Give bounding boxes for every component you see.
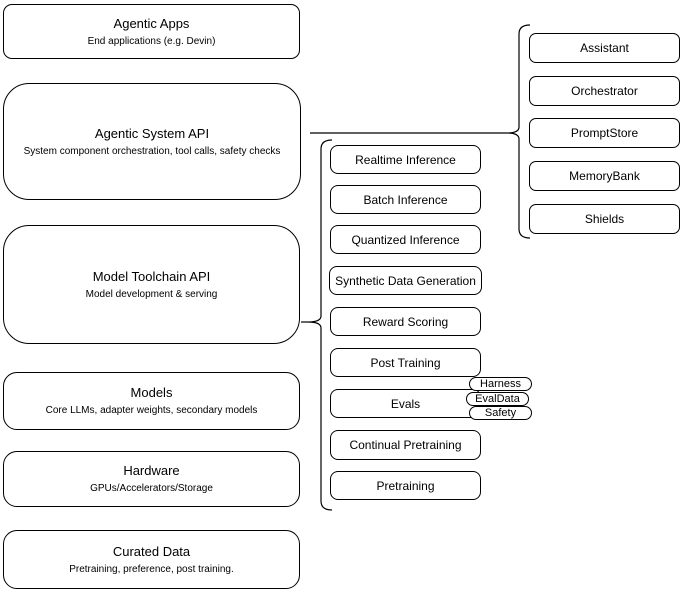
- toolchain-item-label: Reward Scoring: [362, 314, 449, 329]
- models-box: Models Core LLMs, adapter weights, secon…: [3, 372, 300, 430]
- hardware-title: Hardware: [123, 463, 180, 478]
- curated-data-subtitle: Pretraining, preference, post training.: [69, 563, 234, 575]
- eval-tag-label: Safety: [484, 407, 517, 419]
- toolchain-item-reward-scoring: Reward Scoring: [330, 307, 481, 336]
- agentic-system-api-title: Agentic System API: [94, 125, 210, 141]
- eval-tag-label: Harness: [480, 378, 521, 390]
- system-component-label: MemoryBank: [569, 169, 640, 183]
- system-component-promptstore: PromptStore: [529, 118, 680, 148]
- agentic-apps-title: Agentic Apps: [113, 15, 190, 31]
- eval-tag-evaldata: EvalData: [466, 392, 529, 406]
- toolchain-item-label: Evals: [390, 396, 421, 411]
- model-toolchain-api-box: Model Toolchain API Model development & …: [3, 225, 300, 344]
- agentic-apps-subtitle: End applications (e.g. Devin): [87, 35, 216, 47]
- eval-tag-label: EvalData: [475, 393, 520, 405]
- system-component-assistant: Assistant: [529, 33, 680, 63]
- toolchain-item-realtime-inference: Realtime Inference: [330, 145, 481, 174]
- toolchain-item-label: Pretraining: [376, 478, 435, 493]
- toolchain-item-continual-pretraining: Continual Pretraining: [330, 430, 481, 460]
- hardware-subtitle: GPUs/Accelerators/Storage: [90, 483, 213, 494]
- toolchain-item-post-training: Post Training: [330, 348, 481, 377]
- toolchain-item-quantized-inference: Quantized Inference: [330, 225, 481, 254]
- toolchain-item-pretraining: Pretraining: [330, 471, 481, 500]
- toolchain-brace: [307, 139, 333, 511]
- model-toolchain-api-subtitle: Model development & serving: [85, 288, 218, 300]
- system-components-brace: [506, 24, 531, 239]
- agentic-system-api-subtitle: System component orchestration, tool cal…: [23, 145, 281, 157]
- agentic-system-api-box: Agentic System API System component orch…: [3, 83, 301, 200]
- curated-data-title: Curated Data: [112, 543, 191, 559]
- toolchain-item-synthetic-data-generation: Synthetic Data Generation: [329, 266, 482, 295]
- model-toolchain-api-title: Model Toolchain API: [92, 268, 211, 284]
- toolchain-item-label: Continual Pretraining: [349, 438, 462, 452]
- system-component-orchestrator: Orchestrator: [529, 76, 680, 106]
- system-component-memorybank: MemoryBank: [529, 161, 680, 191]
- models-title: Models: [130, 385, 173, 400]
- toolchain-item-label: Post Training: [370, 355, 441, 370]
- eval-tag-safety: Safety: [469, 406, 532, 420]
- models-subtitle: Core LLMs, adapter weights, secondary mo…: [45, 405, 258, 416]
- toolchain-item-label: Quantized Inference: [351, 232, 460, 247]
- system-component-label: Orchestrator: [571, 84, 638, 98]
- agentic-apps-box: Agentic Apps End applications (e.g. Devi…: [3, 4, 300, 59]
- system-component-shields: Shields: [529, 204, 680, 234]
- system-component-label: Assistant: [580, 41, 629, 55]
- system-component-label: Shields: [584, 212, 625, 226]
- hardware-box: Hardware GPUs/Accelerators/Storage: [3, 451, 300, 507]
- toolchain-item-label: Synthetic Data Generation: [335, 273, 476, 288]
- toolchain-item-evals: Evals: [330, 389, 481, 418]
- system-component-label: PromptStore: [570, 126, 639, 140]
- toolchain-item-label: Realtime Inference: [355, 152, 456, 167]
- toolchain-item-label: Batch Inference: [363, 192, 448, 207]
- eval-tag-harness: Harness: [469, 377, 532, 391]
- toolchain-item-batch-inference: Batch Inference: [330, 185, 481, 214]
- curated-data-box: Curated Data Pretraining, preference, po…: [3, 530, 300, 589]
